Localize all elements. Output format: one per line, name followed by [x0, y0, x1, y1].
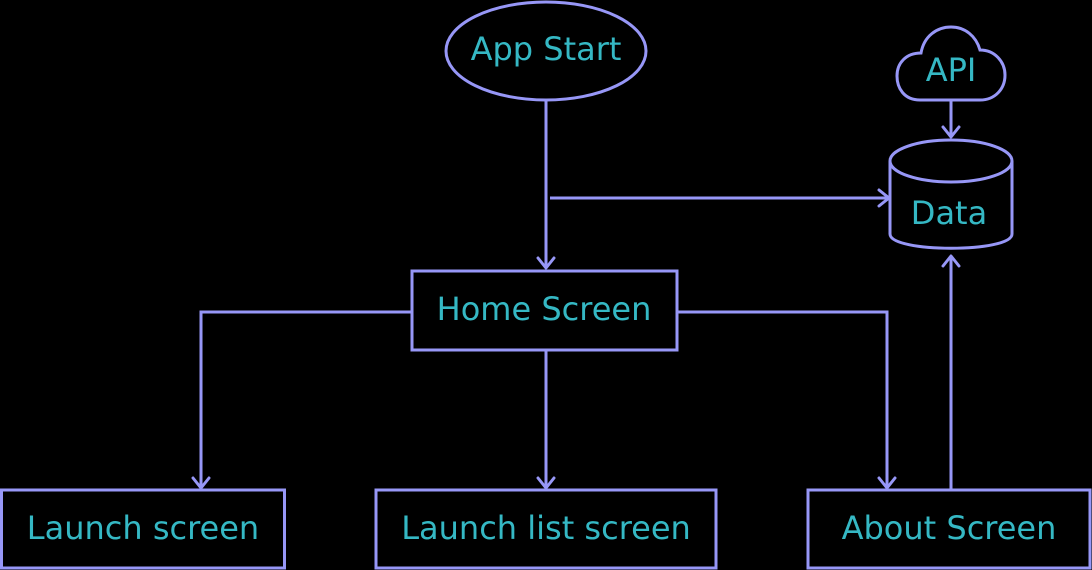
cloud-icon [895, 25, 1007, 102]
launch-list-screen-label: Launch list screen [401, 509, 691, 547]
node-data: Data [888, 138, 1014, 250]
database-icon [888, 161, 1014, 250]
edge-app-start-to-data [550, 188, 891, 208]
launch-screen-label: Launch screen [27, 509, 259, 547]
api-label: API [926, 51, 977, 89]
launch-list-screen-box [374, 488, 718, 570]
database-top [888, 138, 1014, 184]
home-screen-label: Home Screen [437, 290, 652, 328]
app-start-ellipse [444, 0, 648, 102]
edge-home-to-about-screen [677, 310, 897, 490]
data-label: Data [911, 194, 987, 232]
app-start-label: App Start [471, 30, 622, 68]
edge-home-to-launch-screen [191, 310, 412, 490]
edge-about-to-data [941, 254, 961, 490]
edge-api-to-data [941, 101, 961, 139]
launch-screen-box [0, 488, 286, 570]
about-screen-label: About Screen [842, 509, 1057, 547]
node-launch-list-screen: Launch list screen [374, 488, 718, 570]
node-api: API [895, 25, 1007, 102]
node-home-screen: Home Screen [410, 269, 679, 352]
home-screen-box [410, 269, 679, 352]
about-screen-box [806, 488, 1092, 570]
edges [191, 101, 961, 490]
edge-app-start-to-home-screen [536, 101, 556, 270]
node-about-screen: About Screen [806, 488, 1092, 570]
node-app-start: App Start [444, 0, 648, 102]
node-launch-screen: Launch screen [0, 488, 286, 570]
edge-home-to-launch-list-screen [536, 350, 556, 490]
